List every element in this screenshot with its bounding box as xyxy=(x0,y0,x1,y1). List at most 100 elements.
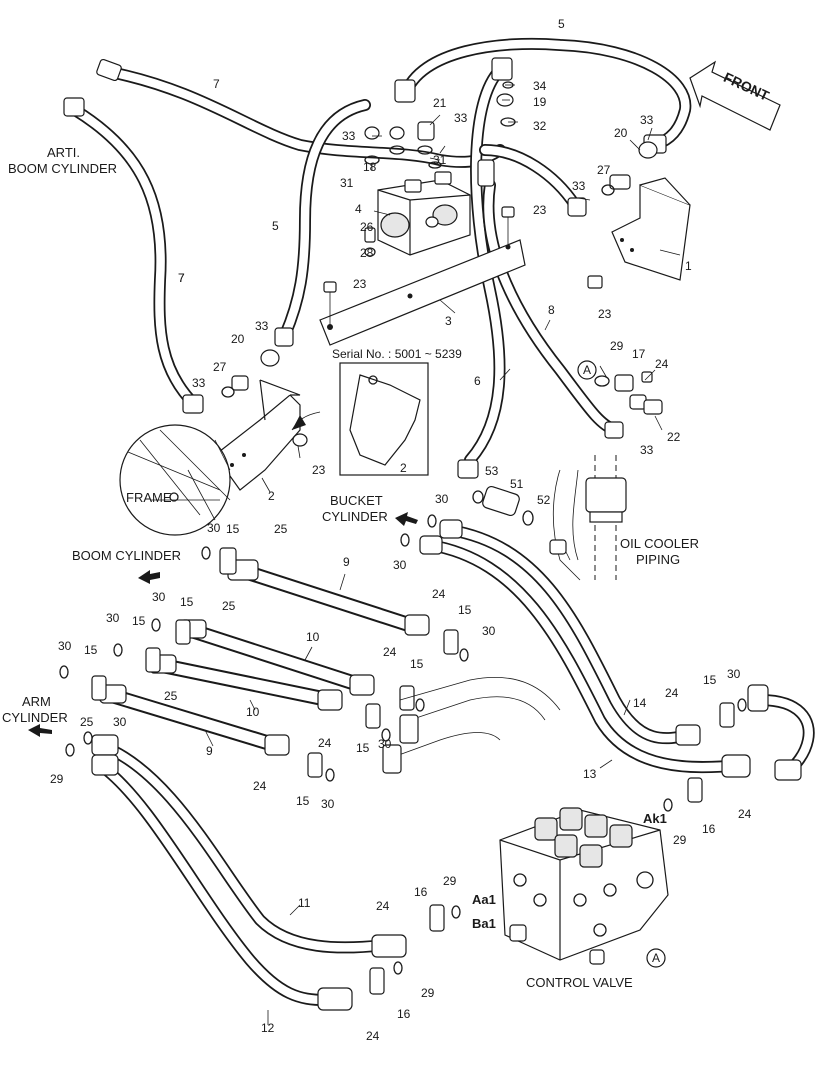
callout: 33 xyxy=(255,319,269,333)
callout: 29 xyxy=(610,339,624,353)
callout: 24 xyxy=(366,1029,380,1043)
callout: 10 xyxy=(246,705,260,719)
callout: 19 xyxy=(533,95,547,109)
callout: 34 xyxy=(533,79,547,93)
port-ba1-label: Ba1 xyxy=(472,916,496,931)
part-callouts: 5 7 34 19 21 33 32 33 20 33 7 18 31 31 2… xyxy=(50,17,752,1043)
top-hose-group xyxy=(69,37,692,466)
callout: 3 xyxy=(445,314,452,328)
callout: 27 xyxy=(597,163,611,177)
lower-fittings xyxy=(91,519,751,1011)
callout: 25 xyxy=(164,689,178,703)
callout: 11 xyxy=(298,896,311,910)
callout: 33 xyxy=(572,179,586,193)
callout: 15 xyxy=(458,603,472,617)
callout: 2 xyxy=(268,489,275,503)
callout: 23 xyxy=(598,307,612,321)
callout: 7 xyxy=(178,271,185,285)
callout: 30 xyxy=(113,715,127,729)
callout: 15 xyxy=(410,657,424,671)
callout: 23 xyxy=(312,463,326,477)
callout: 4 xyxy=(355,202,362,216)
port-aa1-label: Aa1 xyxy=(472,892,496,907)
callout: 2 xyxy=(400,461,407,475)
callout: 25 xyxy=(222,599,236,613)
callout: 12 xyxy=(261,1021,275,1035)
callout: 15 xyxy=(356,741,370,755)
oil-cooler-label-2: PIPING xyxy=(636,552,680,567)
callout: 18 xyxy=(363,160,377,174)
arm-cylinder-label-1: ARM xyxy=(22,694,51,709)
callout: 29 xyxy=(421,986,435,1000)
callout: 15 xyxy=(296,794,310,808)
callout: 5 xyxy=(272,219,279,233)
callout: 31 xyxy=(433,153,447,167)
callout: 7 xyxy=(213,77,220,91)
callout: 22 xyxy=(667,430,681,444)
callout: 21 xyxy=(433,96,447,110)
bracket-2 xyxy=(214,379,308,491)
oil-cooler-piping xyxy=(549,455,627,581)
callout: 15 xyxy=(703,673,717,687)
callout: 24 xyxy=(738,807,752,821)
callout: 52 xyxy=(537,493,551,507)
callout: 16 xyxy=(397,1007,411,1021)
callout: 51 xyxy=(510,477,524,491)
callout: 30 xyxy=(727,667,741,681)
callout: 30 xyxy=(393,558,407,572)
ref-a-markers xyxy=(577,360,666,968)
right-return-pipe xyxy=(747,684,815,781)
arm-cylinder-label-2: CYLINDER xyxy=(2,710,68,725)
callout: 30 xyxy=(321,797,335,811)
valve-block xyxy=(364,171,471,257)
frame-label: FRAME xyxy=(126,490,172,505)
ref-a-label-2: A xyxy=(652,951,660,965)
serial-inset xyxy=(291,362,429,476)
callout: 9 xyxy=(343,555,350,569)
boom-cylinder-label: BOOM CYLINDER xyxy=(72,548,181,563)
callout: 23 xyxy=(353,277,367,291)
callout: 53 xyxy=(485,464,499,478)
callout: 25 xyxy=(274,522,288,536)
text-labels: ARTI. BOOM CYLINDER FRONT Serial No. : 5… xyxy=(2,69,772,990)
callout: 24 xyxy=(655,357,669,371)
callout: 29 xyxy=(443,874,457,888)
callout: 33 xyxy=(192,376,206,390)
bucket-cylinder-label-1: BUCKET xyxy=(330,493,383,508)
adapter-51 xyxy=(472,485,534,526)
callout: 30 xyxy=(58,639,72,653)
callout: 6 xyxy=(474,374,481,388)
callout: 16 xyxy=(702,822,716,836)
callout: 9 xyxy=(206,744,213,758)
callout: 24 xyxy=(253,779,267,793)
arti-boom-cylinder-label-2: BOOM CYLINDER xyxy=(8,161,117,176)
callout: 27 xyxy=(213,360,227,374)
callout: 26 xyxy=(360,220,374,234)
callout: 33 xyxy=(640,443,654,457)
fitting-group-17-22 xyxy=(594,371,663,415)
callout: 15 xyxy=(84,643,98,657)
callout: 7 xyxy=(178,271,185,285)
control-valve xyxy=(499,807,669,965)
callout: 33 xyxy=(342,129,356,143)
frame-pipes xyxy=(382,676,561,774)
callout: 16 xyxy=(414,885,428,899)
callout: 30 xyxy=(482,624,496,638)
callout: 17 xyxy=(632,347,646,361)
callout: 15 xyxy=(226,522,240,536)
top-fittings xyxy=(63,57,667,479)
callout: 28 xyxy=(360,246,374,260)
callout: 15 xyxy=(132,614,146,628)
leader-lines xyxy=(204,84,681,1025)
callout: 30 xyxy=(378,737,392,751)
callout: 30 xyxy=(435,492,449,506)
callout: 24 xyxy=(432,587,446,601)
callout: 31 xyxy=(340,176,354,190)
callout: 24 xyxy=(665,686,679,700)
bucket-cylinder-label-2: CYLINDER xyxy=(322,509,388,524)
callout: 29 xyxy=(673,833,687,847)
mounting-plate xyxy=(319,206,526,346)
direction-arrows xyxy=(28,512,418,737)
